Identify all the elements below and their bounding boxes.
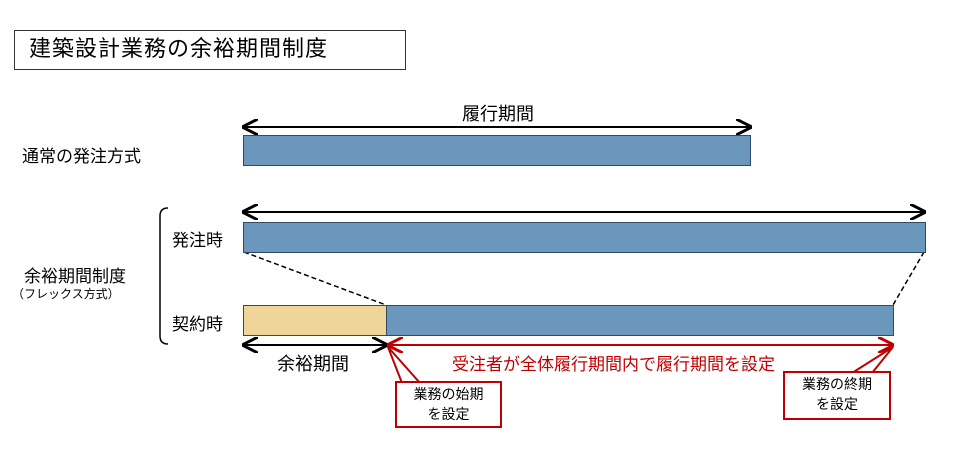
page-title: 建築設計業務の余裕期間制度 — [14, 30, 406, 70]
order-period-bar — [243, 222, 926, 253]
callout-end-pointer — [851, 346, 894, 374]
callout-end-line1: 業務の終期 — [802, 377, 872, 393]
callout-start-pointer — [387, 346, 421, 384]
callout-start: 業務の始期 を設定 — [395, 381, 502, 428]
flex-system-sublabel: （フレックス方式） — [12, 287, 120, 301]
callout-start-line2: を設定 — [427, 407, 470, 423]
margin-period-label: 余裕期間 — [277, 354, 349, 375]
normal-period-bar — [243, 135, 751, 166]
contract-period-bar — [386, 305, 894, 336]
callout-start-line1: 業務の始期 — [413, 387, 484, 403]
bracket — [159, 207, 169, 345]
normal-method-label: 通常の発注方式 — [22, 147, 141, 167]
callout-end: 業務の終期 を設定 — [783, 371, 891, 420]
contractor-sets-label: 受注者が全体履行期間内で履行期間を設定 — [452, 355, 775, 375]
dashed-line-left — [243, 251, 387, 306]
dashed-line-right — [892, 251, 925, 306]
margin-period-bar — [243, 305, 388, 336]
at-order-label: 発注時 — [172, 231, 223, 251]
at-contract-label: 契約時 — [172, 315, 223, 335]
callout-end-line2: を設定 — [816, 397, 858, 413]
performance-period-label: 履行期間 — [462, 104, 534, 125]
flex-system-label: 余裕期間制度 — [24, 267, 126, 287]
